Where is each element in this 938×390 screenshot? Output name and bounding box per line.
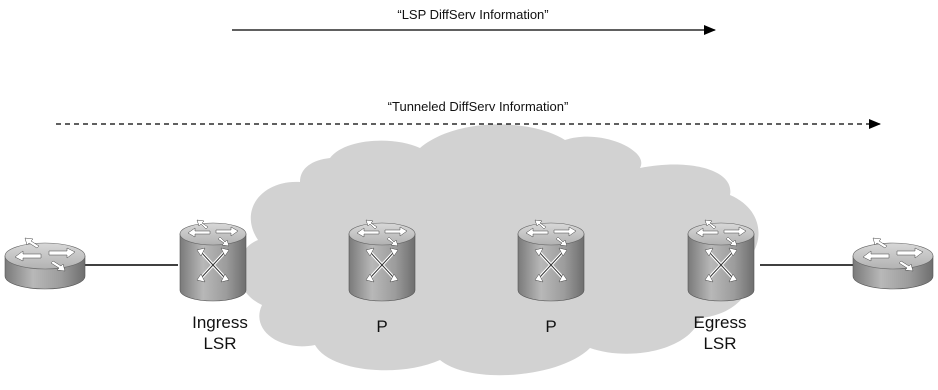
tunneled-arrow-label: “Tunneled DiffServ Information” [388,99,569,114]
egress-label-line1: Egress [694,313,747,332]
egress-lsr-icon [686,218,756,303]
p-router-1-icon [347,218,417,303]
ingress-label-line2: LSR [203,334,236,353]
p-router-2-icon [516,218,586,303]
p1-label: P [376,317,387,336]
ingress-label-line1: Ingress [192,313,248,332]
router-icon [4,237,86,290]
ingress-lsr-icon [178,218,248,303]
lsp-arrow-label: “LSP DiffServ Information” [397,7,548,22]
p2-label: P [545,317,556,336]
router-icon [852,237,934,290]
egress-label-line2: LSR [703,334,736,353]
mpls-cloud [238,124,759,376]
